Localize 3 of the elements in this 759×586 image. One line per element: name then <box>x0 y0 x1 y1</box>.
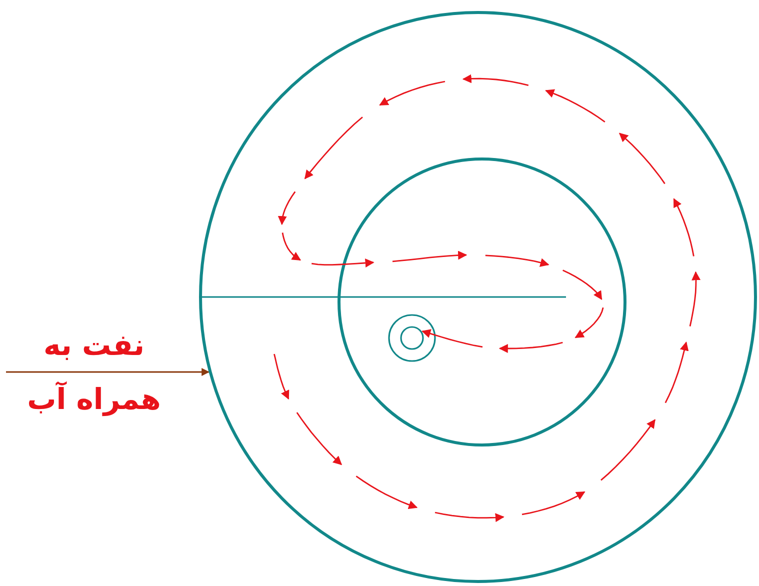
inlet-label: نفت به همراه آب <box>27 328 161 416</box>
arrow <box>6 368 210 376</box>
separator-outer-shell <box>199 11 757 583</box>
